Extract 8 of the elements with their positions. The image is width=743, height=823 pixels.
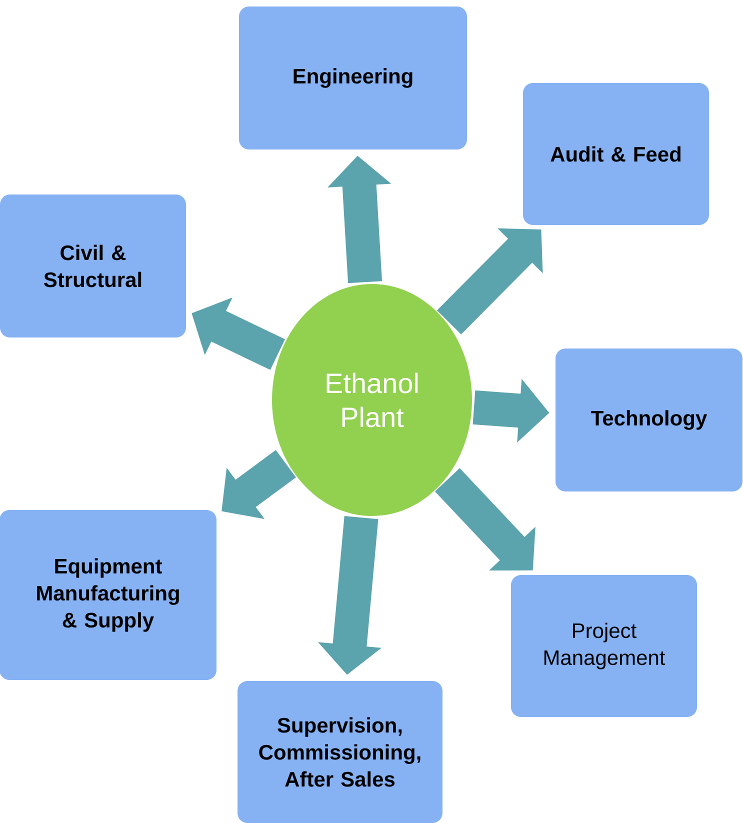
service-box: Engineering <box>239 6 467 150</box>
service-box: Supervision, Commissioning, After Sales <box>238 681 442 823</box>
service-box: Civil & Structural <box>0 194 186 338</box>
service-box: Equipment Manufacturing & Supply <box>0 510 216 680</box>
service-box: Audit & Feed <box>523 83 709 225</box>
block-arrow <box>222 450 296 520</box>
service-box: Project Management <box>511 575 697 717</box>
service-box: Technology <box>556 348 742 492</box>
